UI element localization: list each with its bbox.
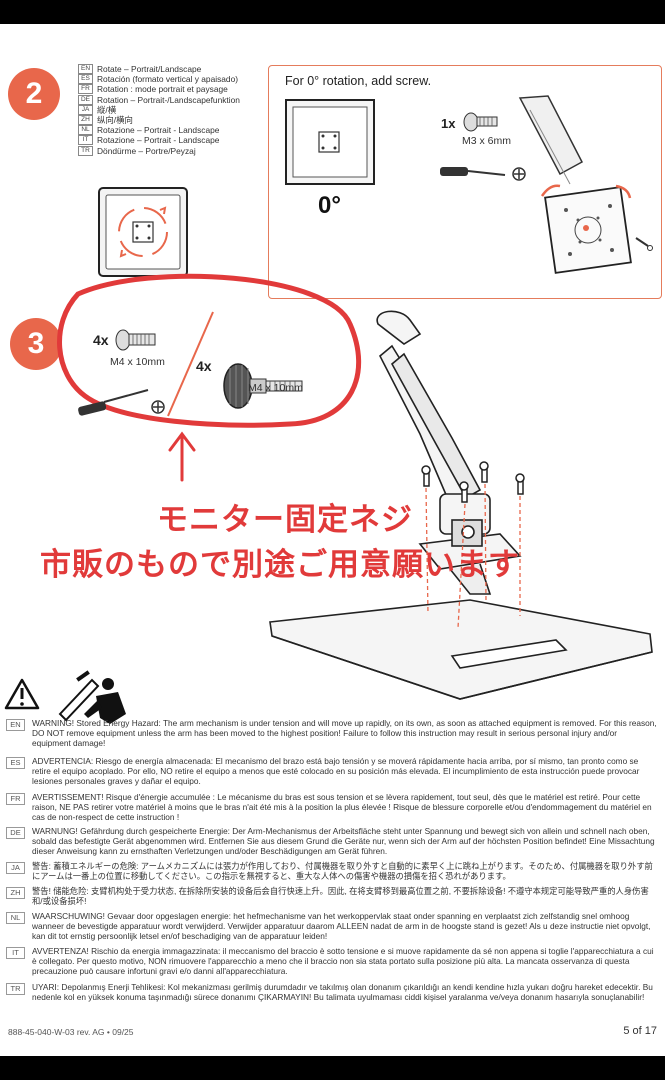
m4-screw-b-spec: M4 x 10mm [248,382,303,394]
m4-screw-a-qty: 4x [93,332,109,348]
m4-screw-icon [115,329,156,351]
rotation-monitor-illustration [98,187,188,277]
m3-screw-spec: M3 x 6mm [462,135,512,147]
step-2-badge: 2 [8,68,60,120]
screwdriver-icon [440,167,526,181]
rotation-title: For 0° rotation, add screw. [285,74,432,88]
monitor-arm-illustration [269,310,653,700]
page-number: 5 of 17 [623,1025,657,1037]
m3-screw-qty: 1x [441,116,456,131]
annotation-line-1: モニター固定ネジ [157,502,413,538]
arm-hazard-icon [58,670,126,724]
document-id: 888-45-040-W-03 rev. AG • 09/25 [8,1027,134,1037]
rotation-box-illustration [285,95,653,274]
red-up-arrow-icon [168,431,196,482]
m3-screw-icon [463,112,498,132]
vesa-screws-illustration [421,461,525,503]
rotation-instruction-box: For 0° rotation, add screw. [268,65,662,299]
vesa-plate-illustration [518,95,653,274]
m4-screw-a-spec: M4 x 10mm [110,356,165,368]
step-2-number: 2 [25,77,43,110]
step-3-illustration [57,273,653,700]
thumb-screw-icon [223,363,303,409]
warning-triangle-icon [4,678,40,710]
step-3-badge: 3 [10,318,62,370]
step-3-number: 3 [27,327,45,360]
annotation-line-2: 市販のもので別途ご用意願います [40,547,520,583]
red-highlight-loop [57,273,362,428]
m4-screw-b-qty: 4x [196,358,212,374]
warning-pictogram [4,670,126,724]
alignment-lines [425,483,521,629]
zero-degree-label: 0° [318,192,341,219]
screwdriver-icon [78,389,165,416]
